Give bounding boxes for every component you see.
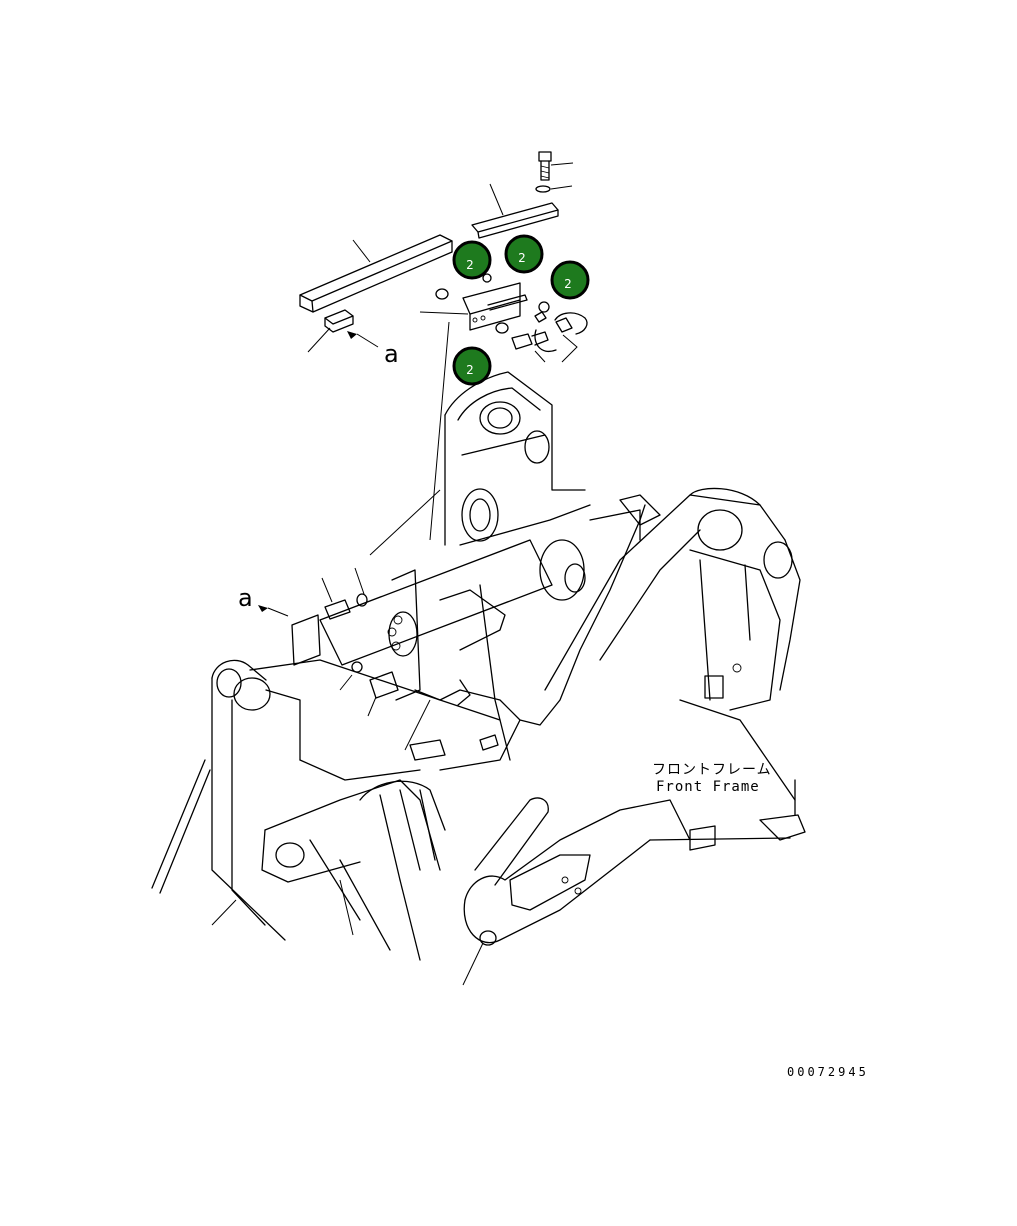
hose-fittings [511,311,588,353]
bracket [462,282,528,331]
leader-lines-upper [307,162,578,541]
callout-4: 2 [452,346,492,386]
spacer-block [324,309,354,333]
o-rings [435,273,550,334]
view-marker-lower: a [238,584,253,612]
washer [535,185,551,193]
callout-label: 2 [466,363,474,377]
callout-2: 2 [504,234,544,274]
frame-label-en: Front Frame [656,779,760,795]
lower-hardware [291,593,399,699]
callout-label: 2 [564,277,572,291]
bolt [538,151,552,181]
frame-label-jp: フロントフレーム [652,762,772,778]
callout-1: 2 [452,240,492,280]
leader-lines-lower [211,489,484,986]
front-frame [151,371,806,961]
callout-circle [504,234,544,274]
callout-label: 2 [466,258,474,272]
callout-circle [452,240,492,280]
callout-label: 2 [518,251,526,265]
callout-3: 2 [550,260,590,300]
callout-circle [550,260,590,300]
callout-circle [452,346,492,386]
view-marker-upper: a [384,340,399,368]
drawing-number: 00072945 [787,1065,869,1079]
guard-bar [299,234,453,313]
cover-plate [471,202,559,239]
